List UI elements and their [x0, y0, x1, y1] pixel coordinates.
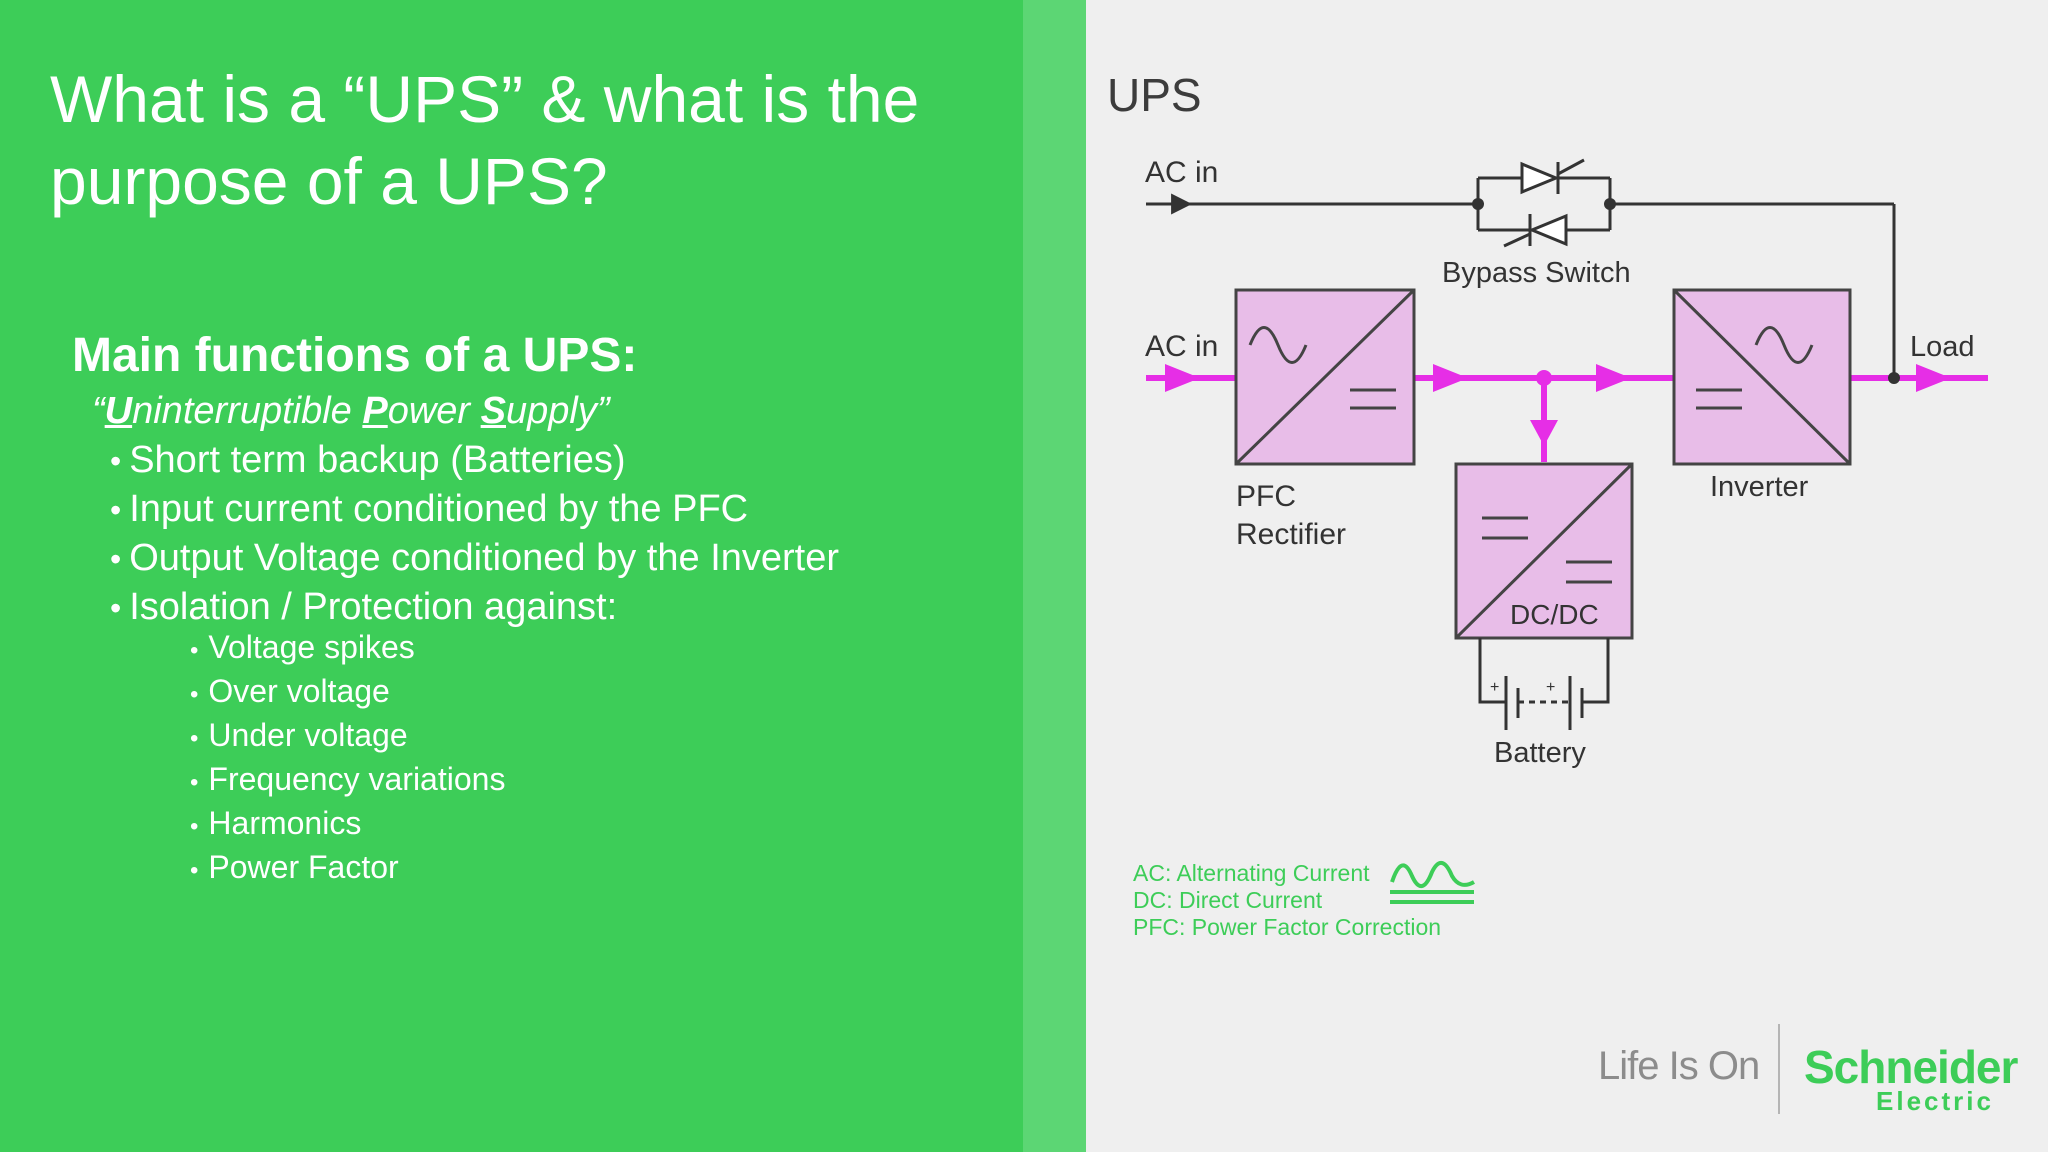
life-is-on-logo: Life Is On [1598, 1044, 1760, 1088]
svg-text:+: + [1490, 679, 1499, 696]
battery-symbol: + + [1478, 638, 1610, 730]
pfc-label: PFC [1236, 480, 1296, 513]
inverter-block [1672, 288, 1852, 466]
inverter-label: Inverter [1710, 471, 1809, 503]
legend-dc: DC: Direct Current [1133, 887, 1323, 913]
sub-bullet-item: Harmonics [190, 803, 505, 847]
legend-pfc: PFC: Power Factor Correction [1133, 914, 1442, 940]
ups-block-diagram: + + AC in AC in Bypass Switch Load PFC R… [1145, 156, 1988, 769]
dcdc-block [1454, 462, 1634, 640]
ac-dc-symbol-icon [1390, 861, 1475, 904]
legend-ac: AC: Alternating Current [1133, 860, 1370, 886]
pfc-rectifier-block [1234, 288, 1416, 466]
subtitle-letter-u: U [104, 390, 133, 432]
divider-stripe [1023, 0, 1086, 1152]
subtitle-rest-s: upply” [506, 390, 610, 432]
main-functions-heading: Main functions of a UPS: [72, 329, 638, 382]
logo-divider [1778, 1024, 1780, 1114]
power-flow-path [1146, 364, 1988, 462]
bullet-item: Isolation / Protection against: [110, 583, 839, 632]
electric-logo-text: Electric [1876, 1086, 1994, 1116]
subtitle-letter-p: P [362, 390, 388, 432]
sub-bullet-item: Power Factor [190, 847, 505, 891]
bypass-path [1146, 193, 1896, 378]
ups-acronym-subtitle: “Uninterruptible Power Supply” [92, 390, 610, 433]
rectifier-label: Rectifier [1236, 518, 1346, 551]
dcdc-label: DC/DC [1510, 599, 1599, 630]
ac-in-main-label: AC in [1145, 330, 1218, 363]
sub-bullet-item: Over voltage [190, 671, 505, 715]
bullet-item: Output Voltage conditioned by the Invert… [110, 534, 839, 583]
protection-sub-list: Voltage spikes Over voltage Under voltag… [190, 627, 505, 891]
subtitle-open-quote: “ [92, 390, 105, 432]
bypass-switch-label: Bypass Switch [1442, 257, 1631, 289]
ac-in-bypass-label: AC in [1145, 156, 1218, 189]
subtitle-rest-p: ower [387, 390, 481, 432]
bullet-item: Short term backup (Batteries) [110, 436, 839, 485]
battery-label: Battery [1494, 737, 1586, 769]
sub-bullet-item: Under voltage [190, 715, 505, 759]
bullet-item: Input current conditioned by the PFC [110, 485, 839, 534]
slide-title: What is a “UPS” & what is the purpose of… [50, 62, 920, 218]
load-label: Load [1910, 331, 1975, 363]
subtitle-rest-u: ninterruptible [132, 390, 363, 432]
branding: Life Is On Schneider Electric [1598, 1020, 2028, 1140]
sub-bullet-item: Frequency variations [190, 759, 505, 803]
main-bullet-list: Short term backup (Batteries) Input curr… [110, 436, 839, 632]
bypass-switch-symbol [1472, 158, 1616, 248]
diagram-title: UPS [1107, 69, 1202, 121]
sub-bullet-item: Voltage spikes [190, 627, 505, 671]
abbreviation-legend: AC: Alternating Current DC: Direct Curre… [1133, 860, 1441, 941]
subtitle-letter-s: S [480, 390, 506, 432]
svg-text:+: + [1546, 679, 1555, 696]
schneider-logo: Schneider [1804, 1041, 2018, 1093]
